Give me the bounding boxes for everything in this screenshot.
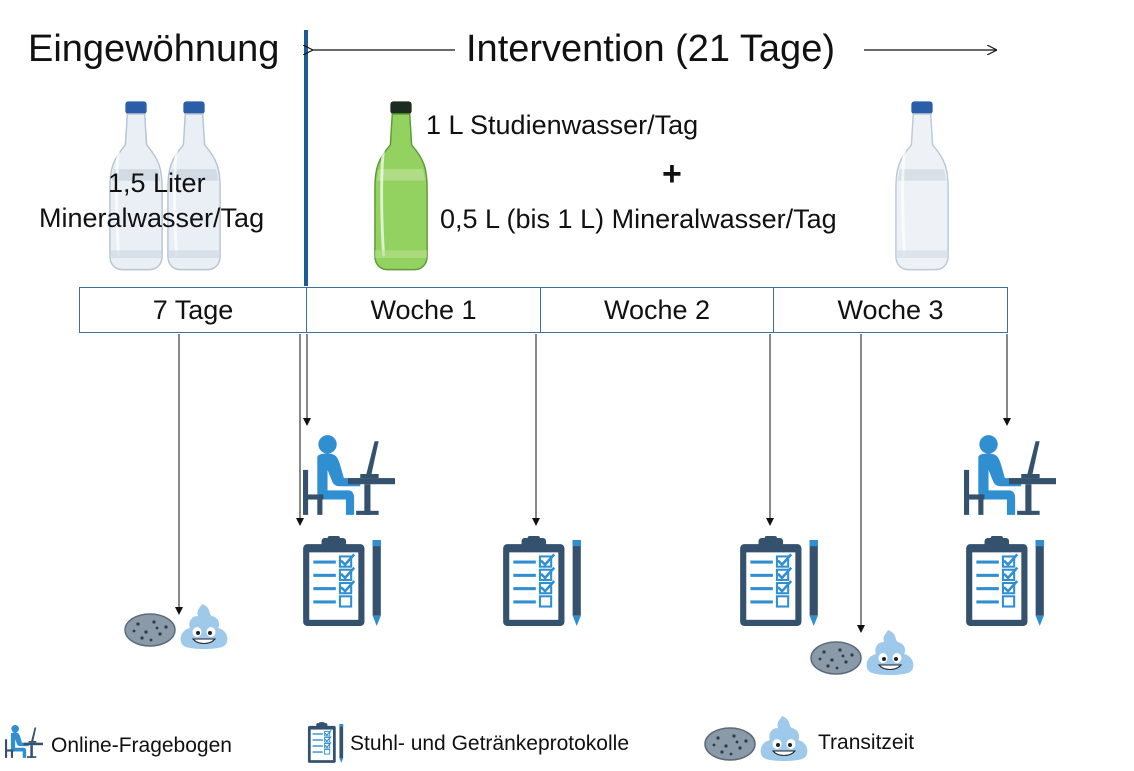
legend-protocol-icon <box>307 722 344 764</box>
online-questionnaire-icon <box>964 435 1056 515</box>
protocol-clipboard-icon <box>738 536 820 628</box>
legend-transit-marker-icon <box>704 727 756 761</box>
timeline-cell-week1: Woche 1 <box>306 287 541 333</box>
legend-questionnaire-icon <box>5 724 43 758</box>
poop-icon <box>180 603 228 650</box>
legend-transit-label: Transitzeit <box>818 731 915 754</box>
poop-icon <box>866 629 914 676</box>
study-water-amount: 1 L Studienwasser/Tag <box>426 110 699 140</box>
protocol-clipboard-icon <box>301 536 383 628</box>
timeline-cell-week2: Woche 2 <box>540 287 774 333</box>
online-questionnaire-icon <box>303 435 395 515</box>
protocol-clipboard-icon <box>964 536 1046 628</box>
protocol-clipboard-icon <box>501 536 583 628</box>
legend-poop-icon <box>760 715 808 762</box>
mineral-water-amount: 0,5 L (bis 1 L) Mineralwasser/Tag <box>440 204 837 234</box>
timeline-cell-week3: Woche 3 <box>773 287 1008 333</box>
legend-questionnaire-label: Online-Fragebogen <box>51 734 232 757</box>
baseline-water-type: Mineralwasser/Tag <box>39 203 265 233</box>
transit-marker-icon <box>810 641 862 675</box>
timeline-cell-baseline: 7 Tage <box>79 287 307 333</box>
intervention-label: Intervention (21 Tage) <box>466 28 835 70</box>
plus-sign: + <box>662 155 682 193</box>
study-water-bottle-icon <box>373 100 429 272</box>
mineral-water-bottle-icon <box>894 100 950 272</box>
phase-label-acclimatization: Eingewöhnung <box>28 28 280 70</box>
baseline-amount: 1,5 Liter <box>108 168 206 198</box>
legend-protocol-label: Stuhl- und Getränkeprotokolle <box>350 732 629 755</box>
transit-marker-icon <box>124 613 176 647</box>
